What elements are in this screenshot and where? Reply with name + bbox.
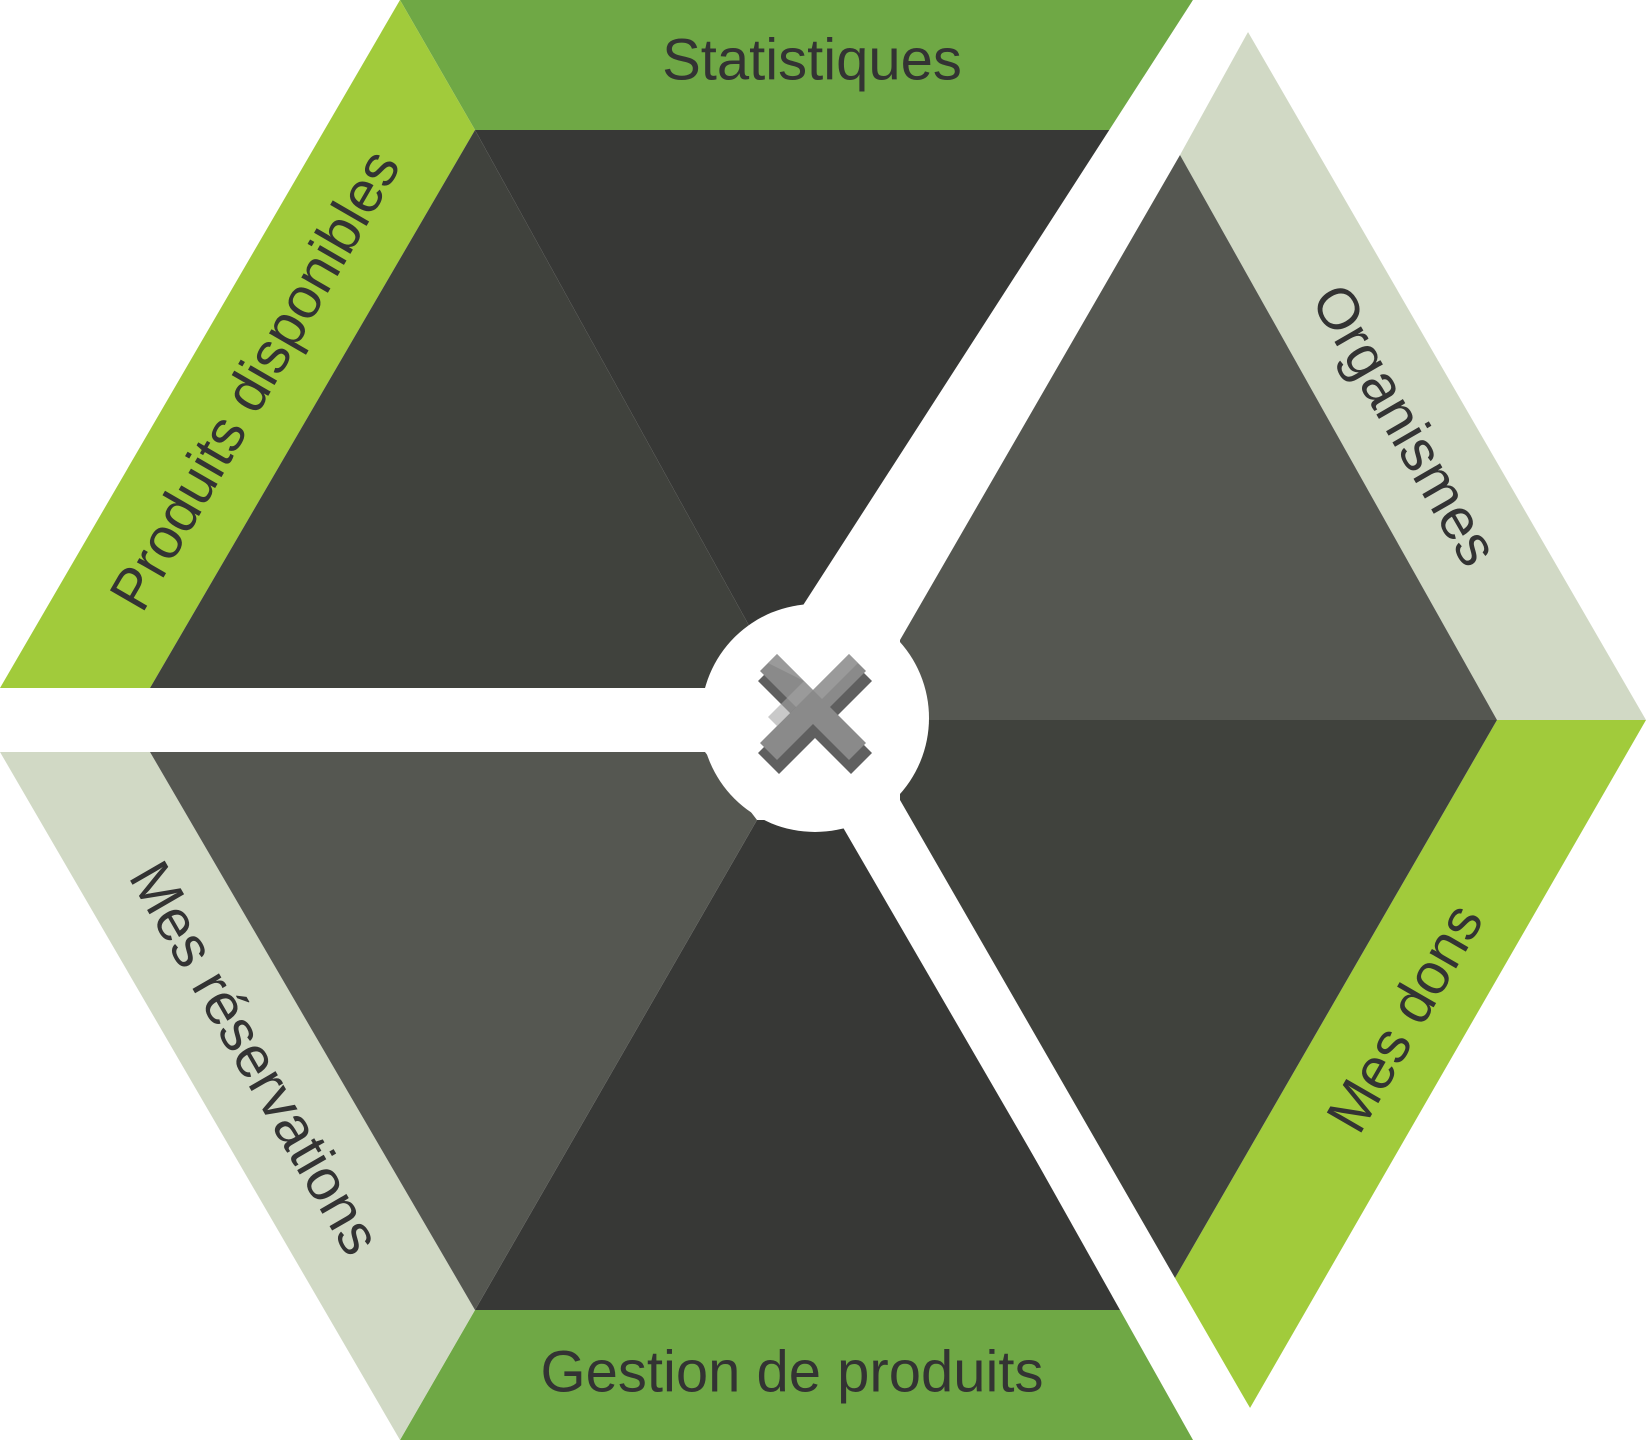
mes-dons-sector[interactable] (900, 720, 1497, 1278)
menu-item-statistiques[interactable]: Statistiques (662, 28, 962, 93)
produits-disponibles-band[interactable] (0, 0, 475, 688)
gestion-de-produits-band[interactable] (400, 1310, 1193, 1440)
statistiques-sector[interactable] (475, 130, 1121, 640)
mes-reservations-band[interactable] (0, 752, 475, 1440)
mes-dons-band[interactable] (1175, 720, 1646, 1408)
organismes-sector[interactable] (900, 155, 1497, 720)
menu-item-gestion-de-produits[interactable]: Gestion de produits (541, 1340, 1044, 1405)
gestion-de-produits-sector[interactable] (475, 820, 1120, 1310)
mes-reservations-sector[interactable] (150, 752, 757, 1310)
statistiques-band[interactable] (400, 0, 1193, 130)
close-icon (758, 654, 872, 774)
produits-disponibles-sector[interactable] (150, 130, 757, 688)
separators (0, 0, 1250, 1408)
organismes-band[interactable] (1180, 32, 1646, 720)
close-button[interactable] (701, 604, 929, 832)
